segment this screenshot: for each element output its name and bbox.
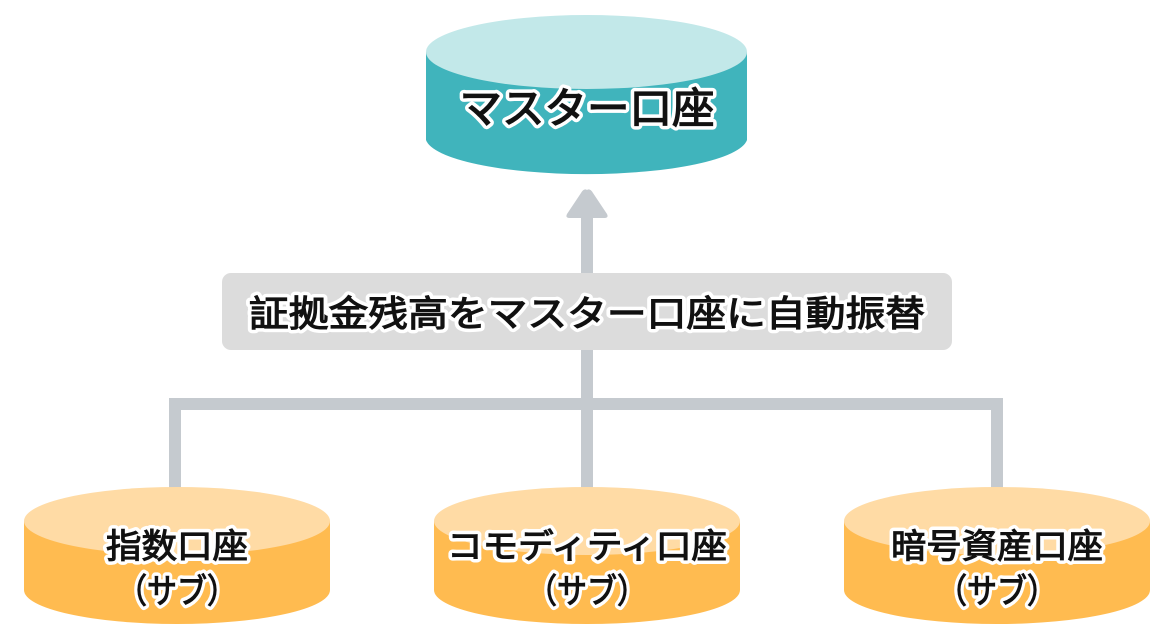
sub-cylinder-top xyxy=(434,487,740,555)
transfer-label-box: 証拠金残高をマスター口座に自動振替 xyxy=(222,273,952,350)
sub-account-commodity: コモディティ口座 （サブ） xyxy=(434,487,740,624)
sub-account-name: コモディティ口座 xyxy=(447,527,727,567)
transfer-label-background xyxy=(222,273,952,350)
master-account-cylinder: マスター口座 xyxy=(426,15,747,175)
sub-account-tag: （サブ） xyxy=(527,572,647,612)
sub-account-name: 指数口座 xyxy=(106,527,248,567)
master-cylinder-top xyxy=(426,15,747,89)
sub-account-crypto: 暗号資産口座 （サブ） xyxy=(844,487,1150,624)
sub-account-tag: （サブ） xyxy=(937,572,1057,612)
sub-account-tag: （サブ） xyxy=(117,572,237,612)
transfer-label-text: 証拠金残高をマスター口座に自動振替 xyxy=(249,293,925,335)
arrow-up-icon xyxy=(566,189,608,218)
sub-cylinder-top xyxy=(844,487,1150,555)
connector-right xyxy=(991,398,1003,490)
sub-account-name: 暗号資産口座 xyxy=(891,527,1103,567)
sub-cylinder-top xyxy=(24,487,330,555)
sub-account-index: 指数口座 （サブ） xyxy=(24,487,330,624)
master-account-label: マスター口座 xyxy=(460,84,715,133)
connector-left xyxy=(169,398,181,490)
